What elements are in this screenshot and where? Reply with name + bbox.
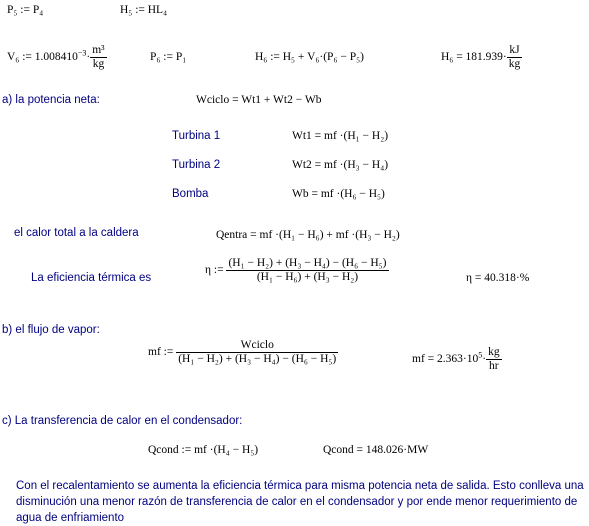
p5-definition[interactable]: P₅ := P₄	[7, 4, 44, 16]
section-a-heading: a) la potencia neta:	[2, 94, 100, 106]
v6-exponent: −3	[77, 48, 87, 58]
qentra-equation[interactable]: Qentra = mf ·(H₁ − H₆) + mf ·(H₃ − H₂)	[216, 229, 400, 241]
mf-definition[interactable]: mf := Wciclo(H₁ − H₂) + (H₃ − H₄) − (H₆ …	[148, 339, 339, 366]
turbina2-equation[interactable]: Wt2 = mf ·(H₃ − H₄)	[292, 159, 389, 171]
turbina1-label: Turbina 1	[172, 130, 221, 142]
h6-unit-num: kJ	[506, 44, 523, 58]
mf-lhs: mf :=	[148, 346, 174, 359]
eta-result[interactable]: η = 40.318·%	[466, 272, 530, 284]
mf-exponent: 5	[478, 350, 483, 360]
eta-denominator: (H₁ − H₆) + (H₃ − H₂)	[256, 271, 359, 283]
eficiencia-label: La eficiencia térmica es	[31, 272, 152, 284]
p6-definition[interactable]: P₆ := P₁	[150, 51, 187, 63]
v6-unit-num: m³	[90, 44, 107, 58]
v6-value: V₆ := 1.008410	[7, 51, 78, 64]
turbina1-equation[interactable]: Wt1 = mf ·(H₁ − H₂)	[292, 130, 389, 142]
bomba-equation[interactable]: Wb = mf ·(H₆ − H₅)	[292, 188, 385, 200]
h6-definition[interactable]: H₆ := H₅ + V₆·(P₆ − P₅)	[255, 51, 364, 63]
mf-denominator: (H₁ − H₂) + (H₃ − H₄) − (H₆ − H₅)	[178, 353, 337, 365]
eta-numerator: (H₁ − H₂) + (H₃ − H₄) − (H₆ − H₅)	[226, 257, 389, 271]
h5-definition[interactable]: H₅ := HL₄	[120, 4, 168, 16]
mf-unit-den: hr	[489, 360, 499, 372]
h6-result-value: H₆ = 181.939·	[441, 51, 507, 64]
h6-unit-den: kg	[508, 58, 521, 70]
mf-unit-num: kg	[486, 346, 502, 360]
section-b-heading: b) el flujo de vapor:	[2, 324, 100, 336]
conclusion-text: Con el recalentamiento se aumenta la efi…	[16, 480, 584, 524]
eta-lhs: η :=	[205, 264, 224, 277]
eta-fraction: (H₁ − H₂) + (H₃ − H₄) − (H₆ − H₅)(H₁ − H…	[226, 257, 389, 284]
section-c-heading: c) La transferencia de calor en el conde…	[2, 415, 243, 427]
turbina2-label: Turbina 2	[172, 159, 221, 171]
bomba-label: Bomba	[172, 188, 209, 200]
eta-definition[interactable]: η := (H₁ − H₂) + (H₃ − H₄) − (H₆ − H₅)(H…	[205, 257, 389, 284]
qcond-definition[interactable]: Qcond := mf ·(H₄ − H₅)	[148, 444, 259, 456]
qcond-result[interactable]: Qcond = 148.026·MW	[323, 444, 429, 456]
mf-numerator: Wciclo	[176, 339, 339, 353]
mf-fraction: Wciclo(H₁ − H₂) + (H₃ − H₄) − (H₆ − H₅)	[176, 339, 339, 366]
wciclo-definition[interactable]: Wciclo = Wt1 + Wt2 − Wb	[196, 94, 322, 106]
calor-caldera-label: el calor total a la caldera	[14, 227, 139, 239]
mf-result-value: mf = 2.363·10	[412, 353, 479, 366]
v6-unit-den: kg	[92, 58, 105, 70]
